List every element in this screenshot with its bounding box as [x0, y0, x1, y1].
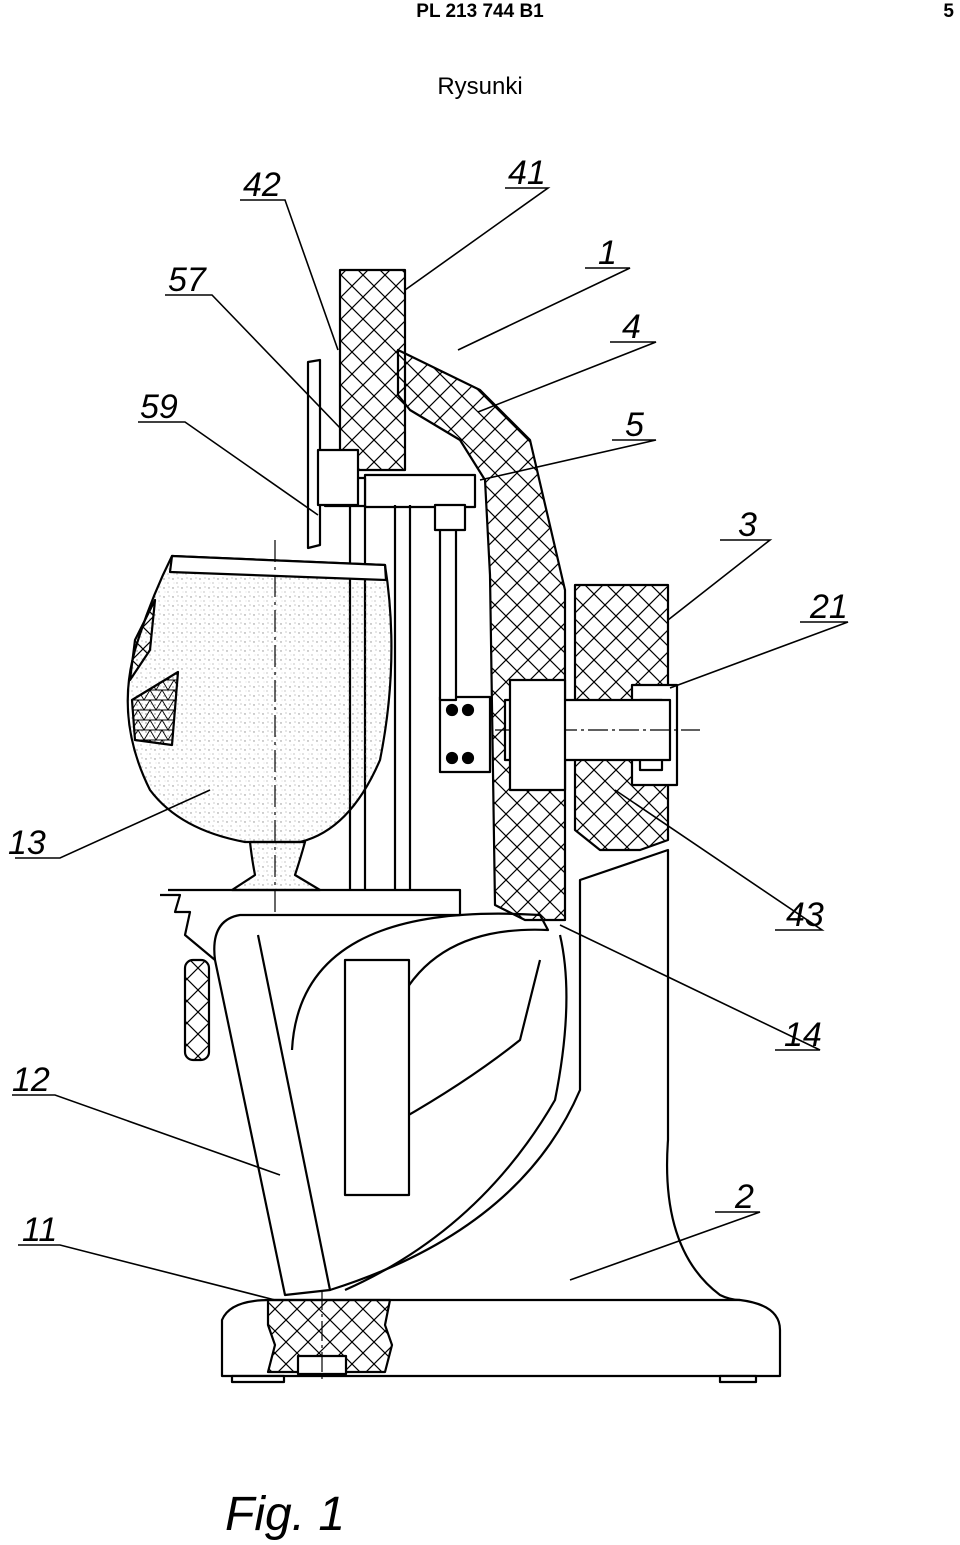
reference-labels: 42 41 1 57 4 59 5 3 21 13 43 14 12 2 11 [8, 154, 848, 1249]
ref-label-5: 5 [625, 406, 644, 444]
section-title: Rysunki [437, 73, 523, 100]
base-foot-left [230, 1374, 286, 1384]
base-foot-right [718, 1374, 758, 1384]
arm-tip [160, 893, 216, 961]
ref-label-57: 57 [168, 261, 207, 299]
glass-decoration [130, 670, 180, 747]
upper-bar [363, 473, 477, 509]
top-block [338, 268, 407, 472]
glass-stem [230, 840, 322, 892]
ref-label-2: 2 [734, 1178, 754, 1216]
vertical-rod [438, 518, 458, 702]
ref-label-14: 14 [784, 1016, 822, 1054]
ref-label-3: 3 [738, 506, 757, 544]
ref-label-13: 13 [8, 824, 46, 862]
ref-label-4: 4 [622, 308, 641, 346]
ref-label-11: 11 [22, 1211, 57, 1249]
page-number: 5 [943, 1, 954, 22]
ref-label-42: 42 [243, 166, 281, 204]
column-inner [344, 934, 568, 1292]
column-curve [290, 912, 550, 1122]
blade-holder [316, 448, 360, 507]
ref-label-1: 1 [598, 234, 617, 272]
ref-label-12: 12 [12, 1061, 50, 1099]
ref-label-41: 41 [508, 154, 546, 192]
base-insert [266, 1298, 394, 1374]
glass-handle [128, 598, 157, 682]
support-arm [168, 888, 462, 1297]
ref-label-21: 21 [809, 588, 848, 626]
ref-label-59: 59 [140, 388, 178, 426]
side-knob [183, 958, 211, 1062]
column [329, 848, 741, 1302]
figure-caption: Fig. 1 [225, 1488, 345, 1541]
ref-label-43: 43 [786, 896, 824, 934]
angled-cover [396, 348, 567, 922]
document-number: PL 213 744 B1 [416, 1, 544, 22]
vertical-rail [343, 958, 411, 1197]
leader-lines [12, 187, 849, 1301]
machine-body [126, 268, 782, 1384]
bearing-right [508, 678, 567, 792]
